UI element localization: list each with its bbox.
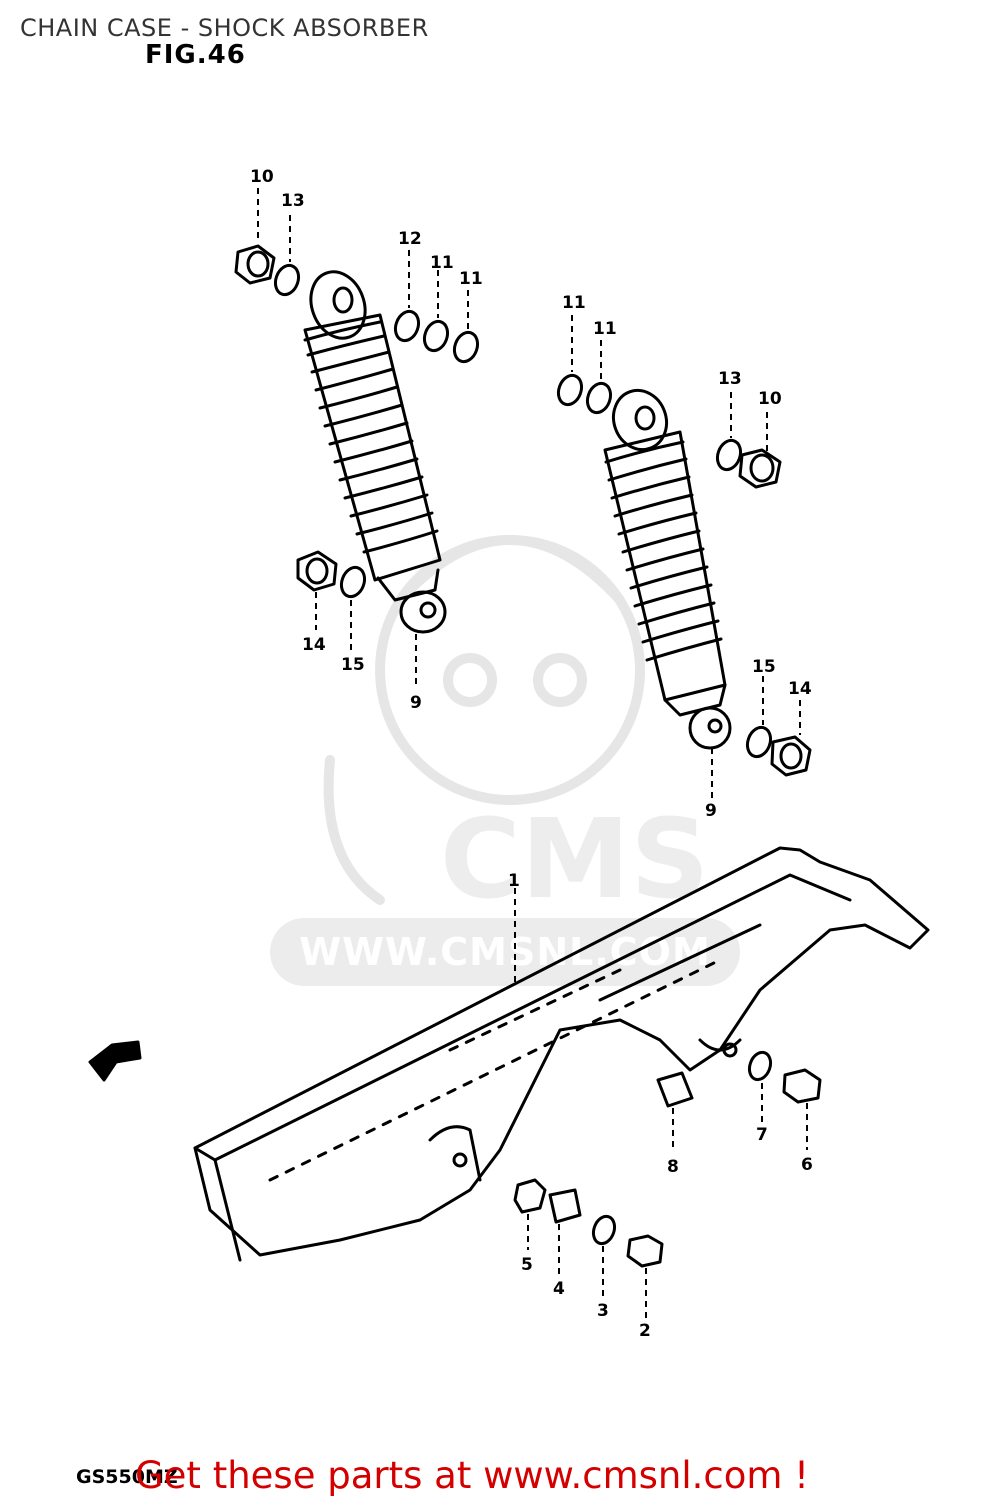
callout-4: 4 <box>553 1279 565 1299</box>
callout-11-a: 11 <box>430 253 454 273</box>
callout-7: 7 <box>756 1125 768 1145</box>
callout-6: 6 <box>801 1155 813 1175</box>
callout-3: 3 <box>597 1301 609 1321</box>
callout-9-left: 9 <box>410 693 422 713</box>
lower-fasteners <box>513 1050 822 1268</box>
chain-case <box>193 846 930 1262</box>
callout-5: 5 <box>521 1255 533 1275</box>
figure-label: FIG.46 <box>145 40 246 70</box>
callout-10-left: 10 <box>250 167 274 187</box>
lower-mount-hardware <box>296 550 812 777</box>
callout-13-left: 13 <box>281 191 305 211</box>
watermark-brand: CMS <box>440 795 710 923</box>
watermark-mascot <box>323 535 645 905</box>
callout-15-right: 15 <box>752 657 776 677</box>
callout-9-right: 9 <box>705 801 717 821</box>
left-shock-absorber <box>303 270 447 634</box>
watermark-url: WWW.CMSNL.COM <box>299 930 711 974</box>
callout-14-right: 14 <box>788 679 812 699</box>
callout-12: 12 <box>398 229 422 249</box>
callout-15-left: 15 <box>341 655 365 675</box>
watermark-url-badge: WWW.CMSNL.COM <box>270 918 740 986</box>
footer-parts-link[interactable]: Get these parts at www.cmsnl.com ! <box>135 1454 810 1497</box>
leader-lines <box>257 188 808 1318</box>
callout-8: 8 <box>667 1157 679 1177</box>
callout-11-b: 11 <box>459 269 483 289</box>
callouts: 1 2 3 4 5 6 7 8 9 9 10 10 11 11 11 11 12… <box>250 167 813 1341</box>
callout-1: 1 <box>508 871 520 891</box>
front-direction-arrow <box>88 1040 142 1082</box>
callout-14-left: 14 <box>302 635 326 655</box>
callout-13-right: 13 <box>718 369 742 389</box>
left-upper-hardware <box>234 244 480 364</box>
right-upper-hardware <box>556 373 782 489</box>
callout-10-right: 10 <box>758 389 782 409</box>
callout-11-d: 11 <box>593 319 617 339</box>
right-shock-absorber <box>603 388 732 750</box>
callout-2: 2 <box>639 1321 651 1341</box>
callout-11-c: 11 <box>562 293 586 313</box>
model-code: GS550MZ <box>76 1466 178 1488</box>
page-title: CHAIN CASE - SHOCK ABSORBER <box>20 14 429 42</box>
